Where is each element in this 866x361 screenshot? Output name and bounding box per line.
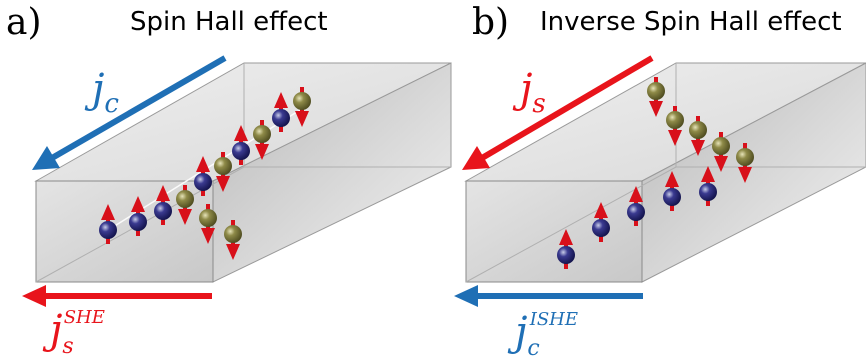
panel-a-charge-current-arrow	[32, 55, 227, 170]
spin-up-electron	[592, 202, 610, 242]
panel-a-title: Spin Hall effect	[130, 7, 328, 37]
spin-down-electron	[689, 116, 707, 156]
spin-down-electron	[647, 77, 665, 117]
panel-b-slab	[464, 62, 866, 283]
spin-up-electron	[194, 156, 212, 196]
spin-up-electron	[557, 229, 575, 269]
panel-b-spins	[557, 77, 754, 269]
panel-a-bottom-label: jsSHE	[42, 307, 105, 359]
spin-down-electron	[214, 152, 232, 192]
spin-up-electron	[154, 185, 172, 225]
panel-b-charge-current-arrow	[454, 285, 643, 307]
spin-down-electron	[176, 185, 194, 225]
spin-down-electron	[666, 106, 684, 146]
panel-a-letter: a)	[6, 2, 42, 43]
panel-b-bottom-label: jcISHE	[507, 309, 578, 361]
panel-a: a) Spin Hall effect jc jsSHE	[6, 2, 452, 359]
spin-down-electron	[253, 120, 271, 160]
panel-b-letter: b)	[472, 2, 509, 43]
spin-down-electron	[293, 87, 311, 127]
spin-down-electron	[712, 132, 730, 172]
spin-down-electron	[199, 204, 217, 244]
panel-a-spin-current-arrow	[22, 285, 212, 307]
spin-up-electron	[232, 125, 250, 165]
spin-up-electron	[99, 204, 117, 244]
panel-a-spins	[99, 87, 311, 260]
spin-up-electron	[699, 166, 717, 206]
panel-b: b) Inverse Spin Hall effect js jcISHE	[454, 2, 866, 361]
panel-b-top-label: js	[512, 66, 546, 119]
panel-b-spin-current-arrow	[462, 55, 654, 170]
spin-up-electron	[272, 92, 290, 132]
spin-down-electron	[736, 143, 754, 183]
spin-down-electron	[224, 220, 242, 260]
spin-up-electron	[129, 196, 147, 236]
panel-a-top-label: jc	[84, 66, 119, 119]
panel-b-title: Inverse Spin Hall effect	[540, 7, 842, 37]
spin-up-electron	[663, 171, 681, 211]
spin-up-electron	[627, 186, 645, 226]
